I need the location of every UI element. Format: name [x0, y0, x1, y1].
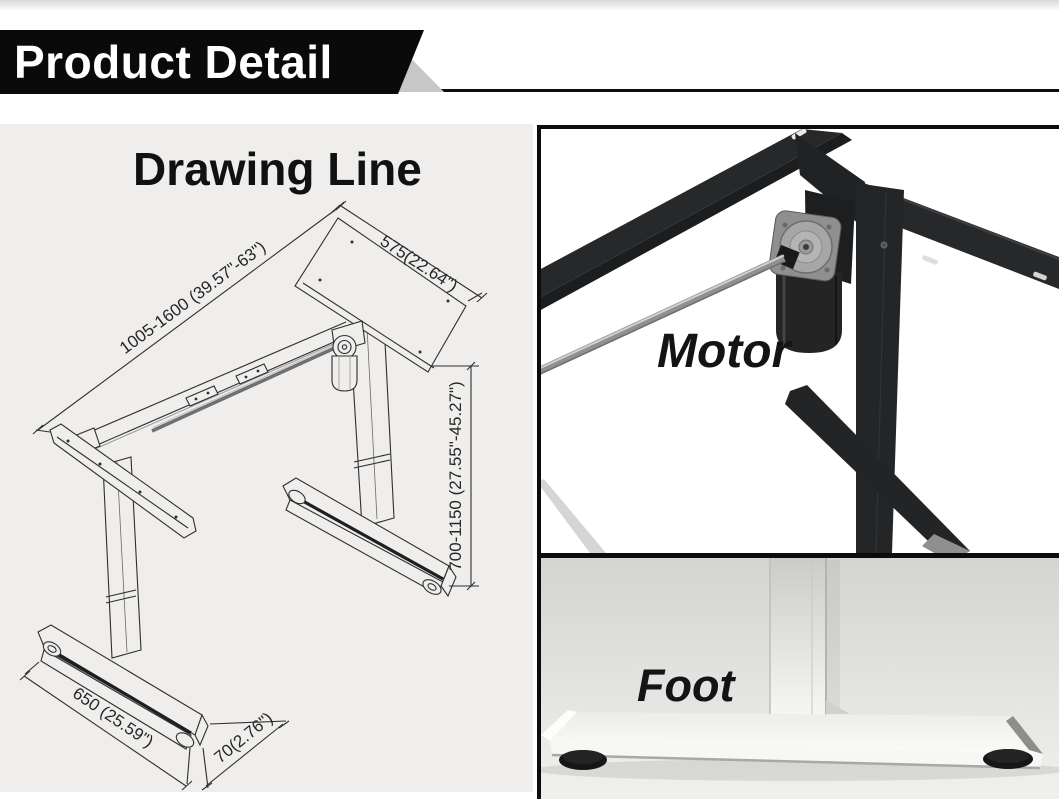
drive-rod [541, 254, 786, 375]
foot-label: Foot [637, 660, 735, 711]
motor-drawing [331, 320, 366, 392]
right-foot-drawing [282, 477, 457, 598]
top-fade-strip [0, 0, 1059, 11]
motor-label: Motor [657, 325, 791, 378]
photo-foot-white [541, 710, 1043, 770]
left-leg-column [102, 456, 142, 659]
header-underline [380, 89, 1059, 92]
dim-height-range-label: 700-1150 (27.55"-45.27") [446, 381, 465, 570]
left-support-bracket [49, 423, 197, 539]
leg-bolt [880, 241, 888, 249]
dim-frame-width-label: 1005-1600 (39.57"-63") [116, 237, 269, 357]
top-support-plate [294, 217, 467, 373]
page-title: Product Detail [14, 36, 333, 88]
foot-panel: Foot [537, 558, 1059, 799]
frame-left-rail [541, 129, 852, 310]
background-rail-blur [541, 479, 606, 553]
right-leg-column [349, 321, 395, 528]
support-bracket-small-2 [235, 363, 269, 385]
drawing-panel: Drawing Line [0, 124, 533, 792]
left-foot-drawing [37, 624, 209, 750]
dim-foot-width: 70(2.76") [201, 709, 290, 791]
motor-cylinder [776, 272, 842, 353]
foot-photo [541, 558, 1059, 799]
photo-foot-rear [785, 385, 970, 553]
dim-height-range: 700-1150 (27.55"-45.27") [432, 361, 479, 591]
motor-gearbox [768, 210, 842, 282]
support-bracket-small-1 [185, 385, 219, 407]
photo-leg-white [769, 558, 850, 716]
leveling-pads [559, 749, 1033, 770]
header-banner: Product Detail [0, 30, 424, 94]
motor-panel: Motor [537, 125, 1059, 558]
motor-photo [541, 129, 1059, 553]
foot-tip-bevel [1006, 716, 1043, 754]
line-drawing: 575(22.64") 1005-1600 (39.57"-63") 700-1… [19, 200, 488, 791]
drawing-title: Drawing Line [133, 143, 422, 195]
